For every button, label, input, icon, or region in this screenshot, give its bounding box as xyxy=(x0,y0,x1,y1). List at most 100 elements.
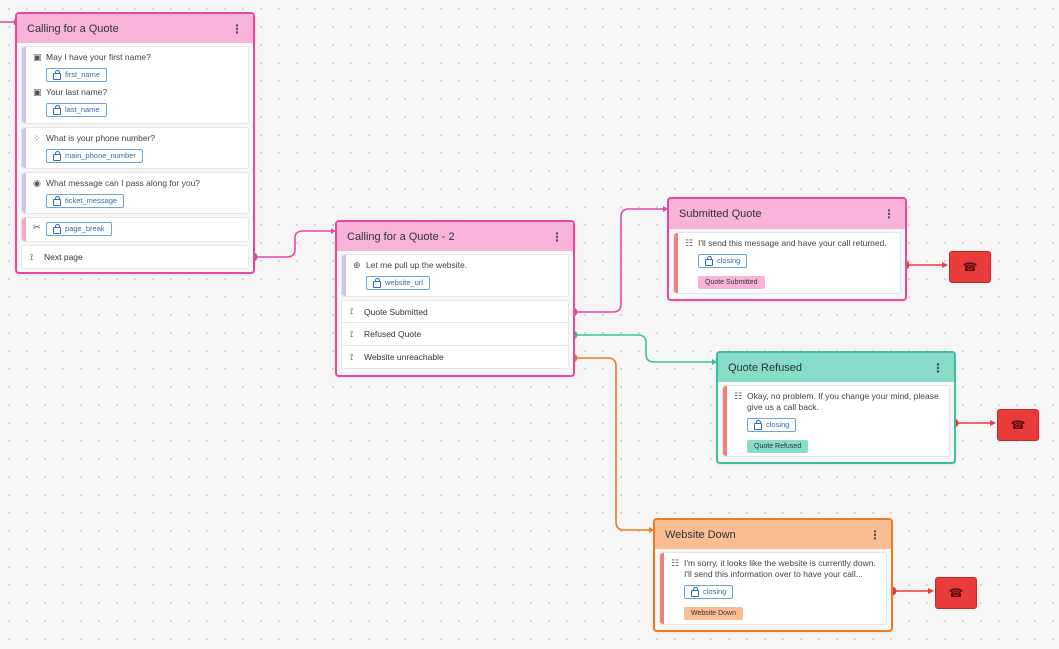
node-header[interactable]: Quote Refused ⋮ xyxy=(718,353,954,382)
dialpad-icon: ⁘ xyxy=(33,133,41,143)
question-text: What is your phone number? xyxy=(46,133,156,143)
lock-icon xyxy=(754,420,762,430)
variable-label: closing xyxy=(717,256,741,265)
branch-icon: ⟟ xyxy=(30,251,34,262)
node-header[interactable]: Calling for a Quote ⋮ xyxy=(17,14,253,43)
hangup-node-refused[interactable]: ☎ xyxy=(997,409,1039,441)
hangup-node-submitted[interactable]: ☎ xyxy=(949,251,991,283)
node-title: Website Down xyxy=(665,528,736,541)
hangup-node-down[interactable]: ☎ xyxy=(935,577,977,609)
variable-chip-first-name[interactable]: first_name xyxy=(46,68,108,82)
node-submitted-quote[interactable]: Submitted Quote ⋮ ☷ I'll send this messa… xyxy=(667,197,907,301)
kebab-menu-icon[interactable]: ⋮ xyxy=(883,207,895,221)
exit-label: Website unreachable xyxy=(364,352,444,362)
closing-message-card[interactable]: ☷ Okay, no problem. If you change your m… xyxy=(722,385,950,457)
question-text: What message can I pass along for you? xyxy=(46,178,201,188)
variable-label: website_url xyxy=(385,278,423,287)
edge-website-unreachable xyxy=(573,357,651,531)
message-line-1: I'm sorry, it looks like the website is … xyxy=(684,558,876,568)
edge-refused-quote xyxy=(573,334,714,363)
exit-quote-submitted[interactable]: ⟟ Quote Submitted xyxy=(341,300,569,323)
node-header[interactable]: Website Down ⋮ xyxy=(655,520,891,549)
lock-icon xyxy=(53,105,61,115)
exit-next-page[interactable]: ⟟ Next page xyxy=(21,245,249,269)
arrowhead-hangup-2 xyxy=(990,420,996,426)
kebab-menu-icon[interactable]: ⋮ xyxy=(551,229,563,244)
exit-label: Next page xyxy=(44,252,83,262)
branch-icon: ⟟ xyxy=(350,328,354,339)
variable-label: closing xyxy=(766,420,790,429)
hang-up-phone-icon: ☎ xyxy=(1010,418,1026,432)
contact-card-icon: ▣ xyxy=(33,52,42,62)
arrowhead-hangup-1 xyxy=(942,262,948,268)
variable-label: first_name xyxy=(65,70,101,79)
speaker-icon: ☷ xyxy=(734,391,743,401)
hang-up-phone-icon: ☎ xyxy=(962,260,978,274)
question-text: Your last name? xyxy=(46,87,108,97)
question-card-name[interactable]: ▣ May I have your first name? first_name… xyxy=(21,46,249,124)
kebab-menu-icon[interactable]: ⋮ xyxy=(932,360,944,375)
variable-chip-closing[interactable]: closing xyxy=(684,585,734,599)
exit-refused-quote[interactable]: ⟟ Refused Quote xyxy=(341,323,569,346)
outcome-tag: Quote Refused xyxy=(747,440,809,453)
variable-chip-phone[interactable]: main_phone_number xyxy=(46,149,143,163)
closing-message-card[interactable]: ☷ I'll send this message and have your c… xyxy=(673,232,901,294)
kebab-menu-icon[interactable]: ⋮ xyxy=(869,527,881,542)
lock-icon xyxy=(691,587,699,597)
closing-message-card[interactable]: ☷ I'm sorry, it looks like the website i… xyxy=(659,552,887,625)
message-card-website[interactable]: ⊕ Let me pull up the website. website_ur… xyxy=(341,254,569,297)
globe-icon: ⊕ xyxy=(353,260,361,270)
variable-chip-closing[interactable]: closing xyxy=(747,418,797,432)
speaker-icon: ☷ xyxy=(685,238,694,248)
node-title: Calling for a Quote xyxy=(27,22,119,35)
node-header[interactable]: Submitted Quote ⋮ xyxy=(669,199,905,229)
node-title: Submitted Quote xyxy=(679,208,762,220)
node-website-down[interactable]: Website Down ⋮ ☷ I'm sorry, it looks lik… xyxy=(653,518,893,632)
message-line-1: Okay, no problem. If you change your min… xyxy=(747,391,939,401)
variable-chip-page-break[interactable]: page_break xyxy=(46,222,112,236)
branch-icon: ⟟ xyxy=(350,306,354,316)
question-text: May I have your first name? xyxy=(46,52,151,62)
arrowhead-hangup-3 xyxy=(928,588,934,594)
message-line-2: give us a call back. xyxy=(747,402,819,412)
exit-group: ⟟ Quote Submitted ⟟ Refused Quote ⟟ Webs… xyxy=(341,300,569,369)
message-text: Okay, no problem. If you change your min… xyxy=(747,391,939,413)
exit-label: Refused Quote xyxy=(364,329,422,339)
kebab-menu-icon[interactable]: ⋮ xyxy=(231,21,243,36)
question-card-message[interactable]: ◉ What message can I pass along for you?… xyxy=(21,172,249,214)
lock-icon xyxy=(705,256,713,266)
lock-icon xyxy=(53,70,61,80)
node-calling-for-a-quote[interactable]: Calling for a Quote ⋮ ▣ May I have your … xyxy=(15,12,255,274)
outcome-tag: Website Down xyxy=(684,607,744,620)
lock-icon xyxy=(53,224,61,234)
variable-chip-website-url[interactable]: website_url xyxy=(366,276,430,290)
page-break-icon: ✂ xyxy=(33,222,41,232)
variable-label: ticket_message xyxy=(65,196,118,205)
hang-up-phone-icon: ☎ xyxy=(948,586,964,600)
node-title: Calling for a Quote - 2 xyxy=(347,230,455,243)
question-card-phone[interactable]: ⁘ What is your phone number? main_phone_… xyxy=(21,127,249,169)
lock-icon xyxy=(373,278,381,288)
speaker-icon: ☷ xyxy=(671,558,680,568)
variable-chip-message[interactable]: ticket_message xyxy=(46,194,125,208)
message-text: I'm sorry, it looks like the website is … xyxy=(684,558,876,580)
variable-chip-closing[interactable]: closing xyxy=(698,254,748,268)
variable-label: main_phone_number xyxy=(65,151,136,160)
edge-next-page xyxy=(253,230,333,258)
variable-chip-last-name[interactable]: last_name xyxy=(46,103,107,117)
node-quote-refused[interactable]: Quote Refused ⋮ ☷ Okay, no problem. If y… xyxy=(716,351,956,464)
node-header[interactable]: Calling for a Quote - 2 ⋮ xyxy=(337,222,573,251)
outcome-tag: Quote Submitted xyxy=(698,276,765,289)
exit-label: Quote Submitted xyxy=(364,306,428,317)
message-text: Let me pull up the website. xyxy=(366,260,468,270)
edge-quote-submitted xyxy=(573,208,665,313)
variable-label: closing xyxy=(703,587,727,596)
exit-website-unreachable[interactable]: ⟟ Website unreachable xyxy=(341,346,569,369)
node-calling-for-a-quote-2[interactable]: Calling for a Quote - 2 ⋮ ⊕ Let me pull … xyxy=(335,220,575,377)
variable-label: last_name xyxy=(65,105,100,114)
lock-icon xyxy=(53,196,61,206)
variable-label: page_break xyxy=(65,224,105,233)
message-line-2: I'll send this information over to have … xyxy=(684,569,863,579)
message-text: I'll send this message and have your cal… xyxy=(698,238,887,248)
page-break-card[interactable]: ✂ page_break xyxy=(21,217,249,242)
